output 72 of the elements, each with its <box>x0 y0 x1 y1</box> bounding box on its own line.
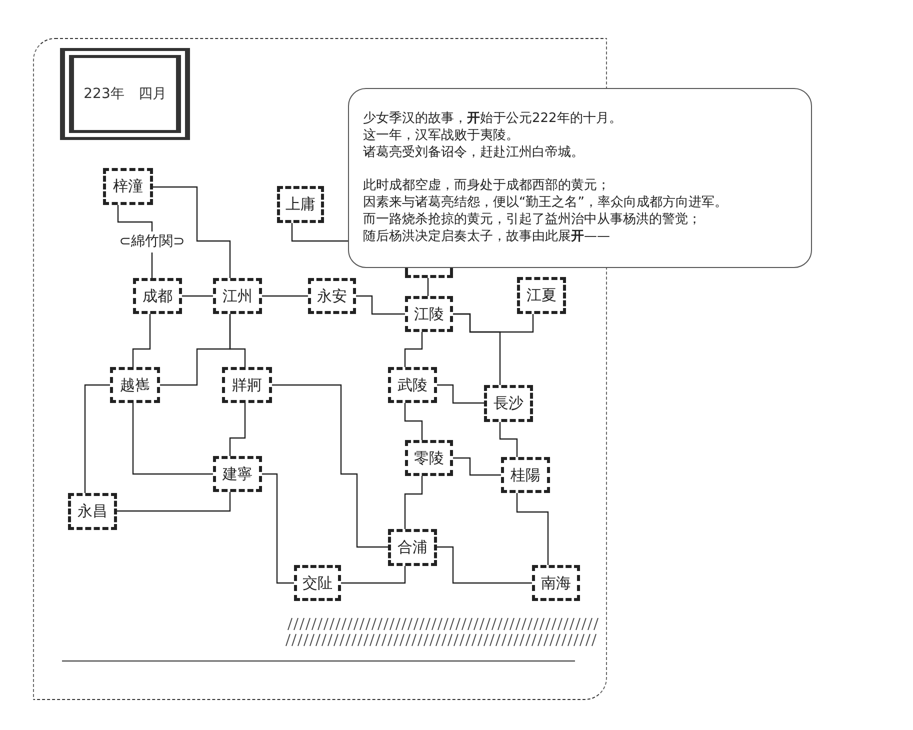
city-name: 永安 <box>317 286 347 307</box>
route-line <box>262 473 294 584</box>
city-box <box>484 385 533 422</box>
city-name: 越嶲 <box>120 374 150 396</box>
route-line <box>427 278 429 296</box>
city-name: 牂牁 <box>232 374 262 396</box>
city-name: 梓潼 <box>113 176 143 198</box>
city-box <box>388 367 437 403</box>
route-line <box>153 186 231 278</box>
route-line <box>182 295 213 297</box>
city-box <box>308 278 356 314</box>
city-box <box>294 565 341 601</box>
route-line <box>272 384 388 548</box>
city-box <box>388 529 437 566</box>
route-line <box>499 422 518 457</box>
route-line <box>453 457 501 476</box>
city-box <box>213 278 262 314</box>
city-box <box>103 168 153 205</box>
city-box <box>532 565 580 601</box>
route-line <box>516 493 549 565</box>
route-line <box>262 295 308 297</box>
route-line <box>117 492 231 512</box>
route-line <box>132 314 151 367</box>
city-box <box>517 277 566 314</box>
route-line <box>132 403 213 475</box>
city-name: 合浦 <box>398 537 428 558</box>
route-line <box>84 384 110 493</box>
title-banner <box>60 48 190 140</box>
city-name: 交阯 <box>302 572 332 594</box>
story-line: 诸葛亮受刘备诏令，赶赴江州白帝城。 <box>363 145 585 161</box>
city-name: 零陵 <box>414 448 444 469</box>
city-box <box>405 440 453 476</box>
city-name: 江陵 <box>414 304 444 325</box>
city-box <box>277 186 324 223</box>
city-box <box>222 367 272 403</box>
city-box <box>110 367 160 403</box>
city-box <box>405 268 453 278</box>
route-line <box>437 384 484 404</box>
route-line <box>341 566 406 584</box>
route-line <box>437 546 532 584</box>
story-line: 而一路烧杀抢掠的黄元，引起了益州治中从事杨洪的警觉； <box>363 212 702 228</box>
city-name: 江夏 <box>526 285 556 306</box>
edge-label: ⊂綿竹関⊃ <box>118 232 186 252</box>
story-line: 此时成都空虚，而身处于成都西部的黄元； <box>363 178 611 194</box>
story-callout <box>348 88 812 268</box>
city-box <box>405 296 453 332</box>
story-line: 这一年，汉军战败于夷陵。 <box>363 128 520 144</box>
city-name: 桂陽 <box>510 464 540 486</box>
city-box <box>501 457 550 493</box>
route-line <box>404 403 423 440</box>
city-name: 南海 <box>541 572 571 594</box>
city-name: 建寧 <box>222 464 252 485</box>
story-line: 随后杨洪决定启奏太子，故事由此展开—— <box>363 229 611 245</box>
route-line <box>229 314 246 367</box>
city-name: 永昌 <box>78 501 108 522</box>
city-name: 武陵 <box>398 374 428 396</box>
story-line: 少女季汉的故事，开始于公元222年的十月。 <box>363 111 623 127</box>
route-line <box>356 295 405 315</box>
story-line: 因素来与诸葛亮结怨，便以“勤王之名”，率众向成都方向进军。 <box>363 195 728 211</box>
city-box <box>213 456 262 492</box>
city-name: 成都 <box>142 286 172 307</box>
route-line <box>404 332 423 367</box>
date-text: 223年 四月 <box>84 84 166 104</box>
route-line <box>453 313 501 385</box>
city-box <box>133 278 182 314</box>
city-box <box>68 493 117 530</box>
city-name: 長沙 <box>494 393 524 414</box>
route-line <box>291 223 348 242</box>
route-line <box>229 403 246 456</box>
city-name: 上庸 <box>286 194 316 216</box>
route-line <box>404 476 423 529</box>
city-name: 江州 <box>222 286 252 307</box>
